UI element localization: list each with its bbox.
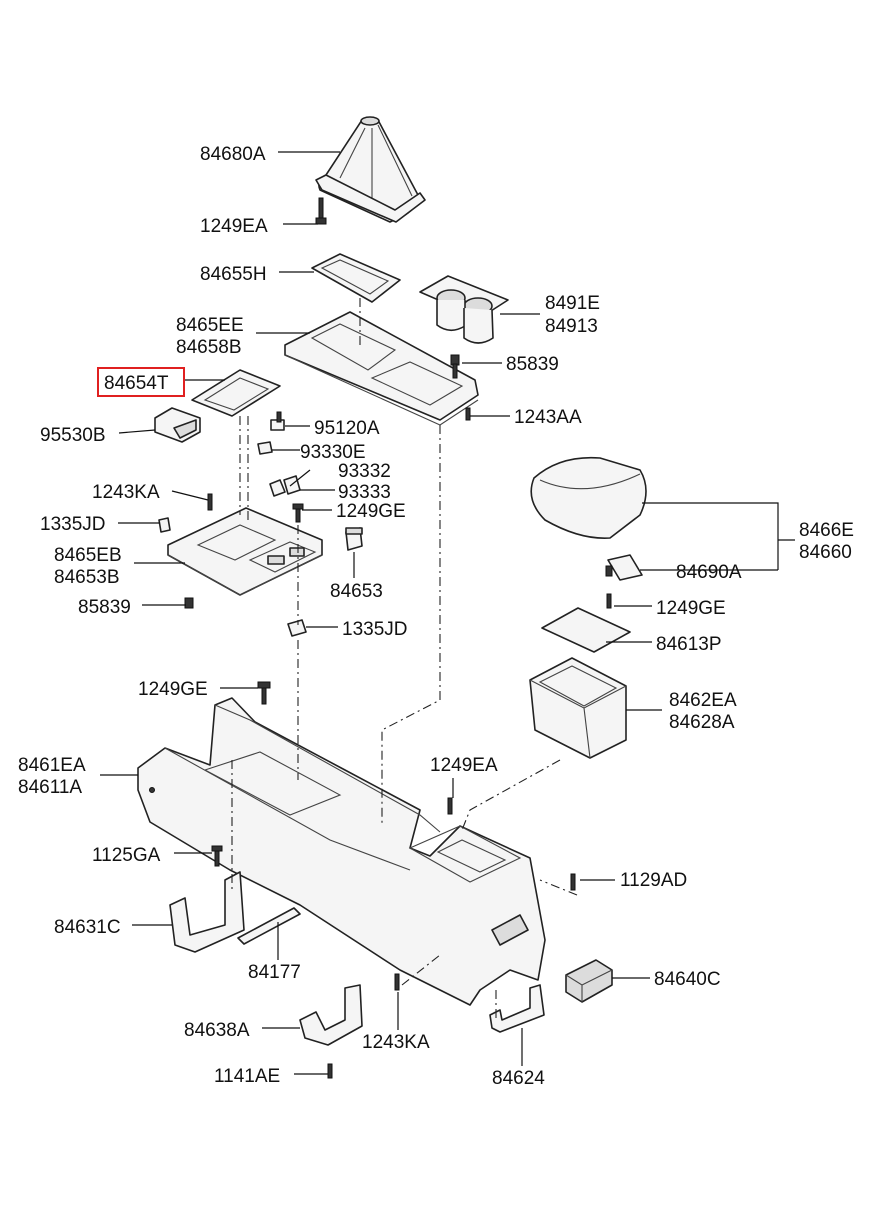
label-panel-1[interactable]: 8465EB xyxy=(54,545,122,566)
cup-holder[interactable] xyxy=(419,275,509,344)
nut-jd[interactable] xyxy=(158,517,171,533)
lamp-unit[interactable] xyxy=(565,959,613,1003)
storage-mat[interactable] xyxy=(541,607,631,653)
label-screw-ge-right[interactable]: 1249GE xyxy=(656,598,726,619)
upper-console-cover[interactable] xyxy=(284,311,479,426)
label-clip-top[interactable]: 85839 xyxy=(506,354,559,375)
screw-ge-right[interactable] xyxy=(606,593,612,609)
label-switch[interactable]: 95530B xyxy=(40,425,106,446)
main-console[interactable] xyxy=(137,697,546,1006)
label-box-1[interactable]: 8462EA xyxy=(669,690,737,711)
label-nut-jd-2[interactable]: 1335JD xyxy=(342,619,408,640)
screw-ga[interactable] xyxy=(211,845,223,867)
part-labels: 84680A 1249EA 84655H 8491E 84913 8465EE … xyxy=(18,144,854,1089)
clip-a[interactable] xyxy=(270,411,285,431)
label-panel-2[interactable]: 84653B xyxy=(54,567,120,588)
shift-bezel[interactable] xyxy=(311,253,401,303)
bracket-left[interactable] xyxy=(169,871,245,953)
label-lamp[interactable]: 84640C xyxy=(654,969,721,990)
screw-ae[interactable] xyxy=(327,1063,333,1079)
label-screw-ka-lower[interactable]: 1243KA xyxy=(362,1032,430,1053)
label-boot-screw[interactable]: 1249EA xyxy=(200,216,268,237)
label-upper-cover-2[interactable]: 84658B xyxy=(176,337,242,358)
clip-top[interactable] xyxy=(450,354,460,379)
nut-jd-2[interactable] xyxy=(287,619,307,637)
screw-ka-lower[interactable] xyxy=(394,973,400,991)
strip[interactable] xyxy=(237,907,301,945)
selected-part-highlight xyxy=(97,367,185,397)
switch-a[interactable] xyxy=(269,479,286,497)
knob[interactable] xyxy=(345,527,363,551)
armrest-lid[interactable] xyxy=(530,456,647,539)
clip-bottom[interactable] xyxy=(184,597,194,609)
label-nut-jd[interactable]: 1335JD xyxy=(40,514,106,535)
label-bezel[interactable]: 84655H xyxy=(200,264,267,285)
bracket-rear[interactable] xyxy=(489,984,545,1033)
label-screw-ad[interactable]: 1129AD xyxy=(620,870,687,891)
label-screw-ga[interactable]: 1125GA xyxy=(92,845,161,866)
label-screw-ge-mid[interactable]: 1249GE xyxy=(336,501,406,522)
clip-b[interactable] xyxy=(257,441,273,455)
label-switch-b[interactable]: 93333 xyxy=(338,482,391,503)
label-armrest-1[interactable]: 8466E xyxy=(799,520,854,541)
indicator-plate[interactable] xyxy=(191,369,281,417)
boot-screw[interactable] xyxy=(315,197,327,225)
label-screw-ge-left[interactable]: 1249GE xyxy=(138,679,208,700)
label-console-1[interactable]: 8461EA xyxy=(18,755,86,776)
screw-ad[interactable] xyxy=(570,873,576,891)
label-clip-bottom[interactable]: 85839 xyxy=(78,597,131,618)
label-screw-ea-console[interactable]: 1249EA xyxy=(430,755,498,776)
label-hinge[interactable]: 84690A xyxy=(676,562,742,583)
label-cupholder-1[interactable]: 8491E xyxy=(545,293,600,314)
leader-lines xyxy=(100,151,795,1075)
label-clip-a[interactable]: 95120A xyxy=(314,418,380,439)
label-screw-ae[interactable]: 1141AE xyxy=(214,1066,280,1087)
label-bracket-rear[interactable]: 84624 xyxy=(492,1068,545,1089)
label-strip[interactable]: 84177 xyxy=(248,962,301,983)
label-console-2[interactable]: 84611A xyxy=(18,777,82,798)
label-bracket-left[interactable]: 84631C xyxy=(54,917,121,938)
assembly-lines xyxy=(231,298,578,1020)
shift-panel[interactable] xyxy=(167,507,323,596)
screw-ka[interactable] xyxy=(207,493,213,511)
label-screw-right[interactable]: 1243AA xyxy=(514,407,582,428)
bracket-lower[interactable] xyxy=(299,984,363,1046)
screw-right[interactable] xyxy=(465,407,471,421)
label-upper-cover-1[interactable]: 8465EE xyxy=(176,315,244,336)
label-box-2[interactable]: 84628A xyxy=(669,712,735,733)
label-boot[interactable]: 84680A xyxy=(200,144,266,165)
label-mat[interactable]: 84613P xyxy=(656,634,722,655)
label-clip-b[interactable]: 93330E xyxy=(300,442,366,463)
label-armrest-2[interactable]: 84660 xyxy=(799,542,852,563)
storage-box[interactable] xyxy=(529,657,627,759)
screw-ea-console[interactable] xyxy=(447,797,453,815)
label-bracket-lower[interactable]: 84638A xyxy=(184,1020,250,1041)
switch-block[interactable] xyxy=(154,407,201,443)
label-screw-ka[interactable]: 1243KA xyxy=(92,482,160,503)
screw-ge-left[interactable] xyxy=(257,681,271,705)
label-switch-a[interactable]: 93332 xyxy=(338,461,391,482)
label-cupholder-2[interactable]: 84913 xyxy=(545,316,598,337)
armrest-hinge[interactable] xyxy=(605,554,643,581)
gear-boot[interactable] xyxy=(315,116,426,223)
label-selected-plate[interactable]: 84654T xyxy=(104,373,169,394)
label-knob[interactable]: 84653 xyxy=(330,581,383,602)
screw-ge-mid[interactable] xyxy=(292,503,304,523)
